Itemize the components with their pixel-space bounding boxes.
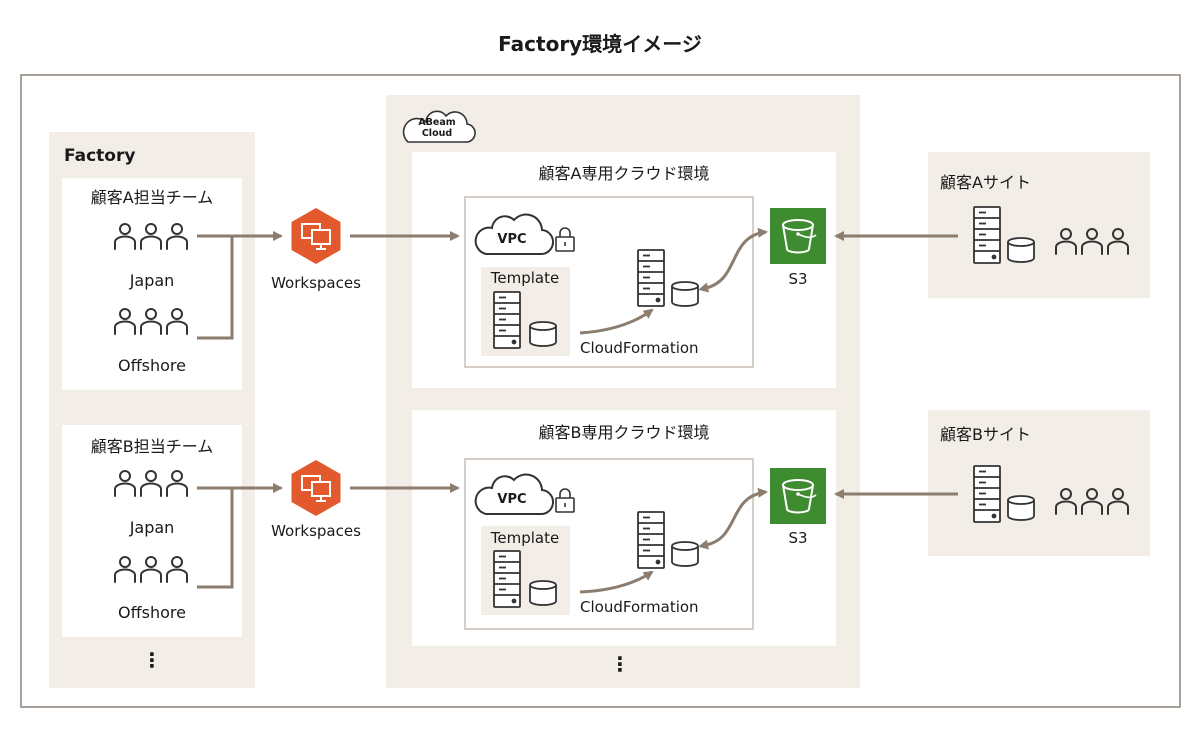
- workspaces-a-label: Workspaces: [271, 274, 361, 292]
- cloud-more-ellipsis: ⋮: [610, 652, 630, 676]
- team-b-offshore-label: Offshore: [118, 603, 186, 622]
- team-b-box: [62, 425, 242, 637]
- vpc-b-label: VPC: [497, 492, 527, 507]
- customer-a-site-label: 顧客Aサイト: [940, 173, 1031, 192]
- abeam-cloud-label: ABeam Cloud: [418, 117, 455, 139]
- env-b-label: 顧客B専用クラウド環境: [538, 423, 710, 442]
- team-a-label: 顧客A担当チーム: [90, 188, 214, 207]
- s3-b-label: S3: [788, 529, 808, 547]
- template-a-server-icon: [493, 291, 521, 349]
- deployed-b-server-icon: [637, 511, 665, 569]
- abeam-cloud-label-line2: Cloud: [421, 128, 453, 139]
- s3-b-bucket-icon: [769, 467, 827, 525]
- deployed-a-server-icon: [637, 249, 665, 307]
- team-a-offshore-label: Offshore: [118, 356, 186, 375]
- team-a-japan-label: Japan: [129, 271, 175, 290]
- customer-b-site-label: 顧客Bサイト: [940, 425, 1031, 444]
- factory-more-ellipsis: ⋮: [142, 648, 162, 672]
- template-b-server-icon: [493, 550, 521, 608]
- server-s3-b-sync-arrow: [698, 487, 768, 550]
- cloudformation-b-arrow: [579, 570, 654, 594]
- site-b-db-icon: [1007, 495, 1035, 521]
- site-b-server-icon: [973, 465, 1001, 523]
- server-s3-a-sync-arrow: [698, 227, 768, 293]
- template-a-db-icon: [529, 321, 557, 347]
- s3-a-bucket-icon: [769, 207, 827, 265]
- template-b-db-icon: [529, 580, 557, 606]
- cloudformation-a-label: CloudFormation: [580, 339, 699, 357]
- cloudformation-a-arrow: [579, 308, 654, 335]
- workspaces-b-label: Workspaces: [271, 522, 361, 540]
- deployed-b-db-icon: [671, 541, 699, 567]
- template-b-label: Template: [490, 529, 560, 547]
- env-a-label: 顧客A専用クラウド環境: [538, 164, 710, 183]
- cloudformation-b-label: CloudFormation: [580, 598, 699, 616]
- template-a-label: Template: [490, 269, 560, 287]
- team-b-label: 顧客B担当チーム: [90, 437, 214, 456]
- vpc-a-label: VPC: [497, 232, 527, 247]
- team-b-connector: [197, 483, 283, 589]
- site-a-server-icon: [973, 206, 1001, 264]
- team-b-japan-label: Japan: [129, 518, 175, 537]
- site-a-db-icon: [1007, 237, 1035, 263]
- team-a-connector: [197, 231, 283, 340]
- abeam-cloud-label-line1: ABeam: [418, 117, 456, 128]
- s3-a-label: S3: [788, 270, 808, 288]
- deployed-a-db-icon: [671, 281, 699, 307]
- factory-label: Factory: [64, 146, 136, 166]
- diagram-title: Factory環境イメージ: [498, 32, 702, 56]
- team-a-box: [62, 178, 242, 390]
- abeam-cloud-icon: [402, 110, 476, 143]
- customer-a-site-panel: [928, 152, 1150, 298]
- customer-b-site-panel: [928, 410, 1150, 556]
